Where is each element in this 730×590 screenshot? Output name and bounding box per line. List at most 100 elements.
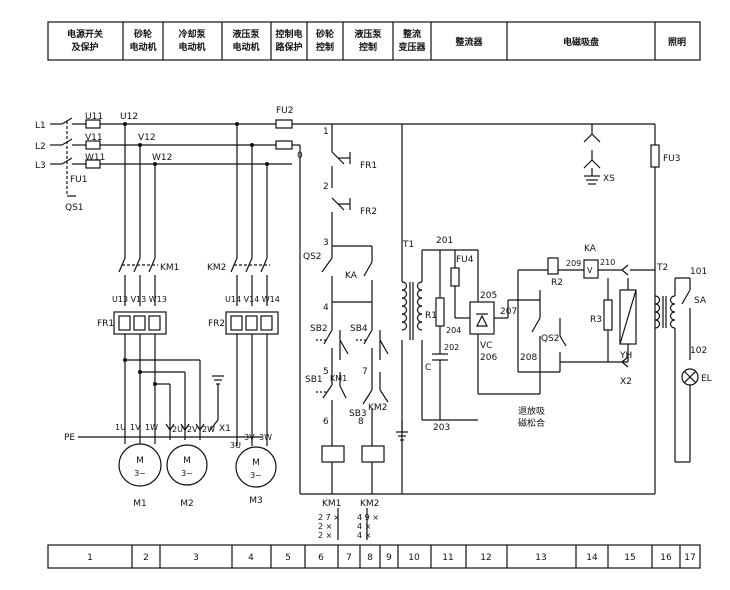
footer-col-14: 14 — [586, 553, 598, 563]
header-cell-hydraulic-ctrl-line1: 液压泵 — [354, 28, 382, 40]
label-209: 209 — [566, 259, 581, 268]
motor-M3 — [235, 446, 277, 488]
label-203: 203 — [433, 423, 450, 433]
motor-M3-symbol: M — [252, 458, 260, 468]
footer-col-13: 13 — [535, 553, 546, 563]
motor-M2-symbol: M — [183, 456, 191, 466]
label-207: 207 — [500, 307, 517, 317]
header-cell-hydraulic-line1: 液压泵 — [232, 28, 260, 40]
label-V: V — [587, 266, 593, 275]
footer-col-6: 6 — [318, 553, 324, 563]
header-cell-transformer-line1: 整流 — [402, 28, 421, 40]
footer-col-7: 7 — [346, 553, 352, 563]
transformer-T2-primary — [654, 295, 661, 329]
header-cell-control-protect-line1: 控制电 — [275, 28, 302, 40]
footer-col-9: 9 — [386, 553, 392, 563]
label-U11: U11 — [85, 112, 103, 122]
label-102: 102 — [690, 346, 707, 356]
motor-branch-m3: KM2 U14 V14 W14 FR2 3U 3V 3W M 3~ M3 — [207, 122, 280, 506]
footer-col-12: 12 — [480, 553, 491, 563]
fuse-FU4 — [450, 267, 460, 287]
header-cell-control-protect-line2: 路保护 — [275, 41, 302, 53]
label-M1: M1 — [133, 499, 147, 509]
label-VC: VC — [480, 341, 492, 351]
label-W11: W11 — [85, 153, 105, 163]
label-3U: 3U — [230, 441, 241, 450]
label-KA-ctrl: KA — [345, 271, 358, 281]
label-R1: R1 — [425, 311, 437, 321]
note-line2: 磁松合 — [518, 417, 545, 429]
footer-col-15: 15 — [624, 553, 635, 563]
motor-branch-m1-m2: KM1 U13 V13 W13 FR1 2U 2V 2W X1 — [64, 122, 262, 509]
label-KM2-aux: KM2 — [368, 403, 387, 413]
label-3W: 3W — [259, 433, 272, 442]
label-206: 206 — [480, 353, 497, 363]
km2-contacts-row3: 4 × — [357, 531, 371, 540]
footer-col-16: 16 — [660, 553, 672, 563]
label-FR2-nc: FR2 — [360, 207, 377, 217]
header-cell-transformer-line2: 变压器 — [398, 41, 426, 53]
header-cell-grinder-ctrl-line1: 砂轮 — [316, 28, 334, 40]
transformer-T1-secondary — [416, 281, 423, 331]
km1-contacts-row2: 2 × — [318, 522, 332, 531]
header-cell-chuck: 电磁吸盘 — [563, 36, 599, 48]
footer-col-1: 1 — [87, 553, 93, 563]
label-T1: T1 — [402, 240, 414, 250]
km1-contacts-row3: 2 × — [318, 531, 332, 540]
footer-col-8: 8 — [367, 553, 373, 563]
label-T2: T2 — [656, 263, 668, 273]
rectifier-section: T1 201 R1 204 C 202 203 FU4 — [396, 124, 540, 494]
km2-contacts-row2: 4 × — [357, 522, 371, 531]
label-KM1-main: KM1 — [160, 263, 179, 273]
label-KM1-aux: KM1 — [330, 374, 347, 383]
label-SB3: SB3 — [349, 409, 367, 419]
label-2V: 2V — [187, 425, 198, 434]
label-FR2-thermal: FR2 — [208, 319, 225, 329]
motor-M1-phase: 3~ — [134, 469, 146, 478]
label-2W: 2W — [202, 425, 215, 434]
label-X1: X1 — [219, 424, 231, 434]
footer-table: 1 2 3 4 5 6 7 8 9 10 11 12 13 14 15 16 1… — [47, 544, 701, 569]
lighting-section: T2 101 SA 102 EL — [654, 263, 712, 463]
footer-col-2: 2 — [143, 553, 149, 563]
label-202: 202 — [444, 343, 459, 352]
km2-contacts-row1: 4 9 × — [357, 513, 379, 522]
label-U14-W14: U14 V14 W14 — [225, 295, 280, 304]
resistor-R3 — [603, 299, 613, 331]
label-1U: 1U — [115, 423, 126, 432]
label-FU3: FU3 — [663, 154, 681, 164]
node-4: 4 — [323, 303, 329, 313]
label-208: 208 — [520, 353, 537, 363]
label-1W: 1W — [145, 423, 158, 432]
coil-KM2 — [361, 445, 385, 463]
header-cell-power-line2: 及保护 — [71, 41, 98, 53]
motor-M2 — [166, 444, 208, 486]
motor-M1-symbol: M — [136, 456, 144, 466]
label-PE: PE — [64, 433, 75, 443]
label-210: 210 — [600, 258, 615, 267]
footer-col-5: 5 — [285, 553, 291, 563]
label-U13-W13: U13 V13 W13 — [112, 295, 167, 304]
fuse-FU2-a — [275, 119, 293, 129]
node-8: 8 — [358, 417, 364, 427]
header-cell-grinder-ctrl-line2: 控制 — [316, 41, 334, 53]
label-R2: R2 — [551, 278, 563, 288]
fuse-FU3 — [650, 144, 660, 168]
control-circuit: 1 FR1 2 FR2 3 QS2 KA 4 SB2 SB4 — [300, 124, 655, 540]
label-M2: M2 — [180, 499, 194, 509]
header-cell-grinder-line1: 砂轮 — [134, 28, 152, 40]
header-table: 电源开关 及保护 砂轮 电动机 冷却泵 电动机 液压泵 电动机 控制电 路保护 … — [47, 21, 701, 61]
footer-col-17: 17 — [684, 553, 695, 563]
footer-col-3: 3 — [193, 553, 199, 563]
motor-M2-phase: 3~ — [181, 469, 193, 478]
fuse-FU1-a — [85, 119, 101, 129]
label-3V: 3V — [244, 433, 255, 442]
fuse-FU2-b — [275, 140, 293, 150]
label-SB4: SB4 — [350, 324, 368, 334]
note-line1: 退放吸 — [518, 405, 545, 417]
motor-M1 — [118, 443, 162, 487]
header-cell-hydraulic-line2: 电动机 — [232, 41, 259, 53]
label-KA-coil: KA — [584, 244, 597, 254]
label-SB2: SB2 — [310, 324, 328, 334]
